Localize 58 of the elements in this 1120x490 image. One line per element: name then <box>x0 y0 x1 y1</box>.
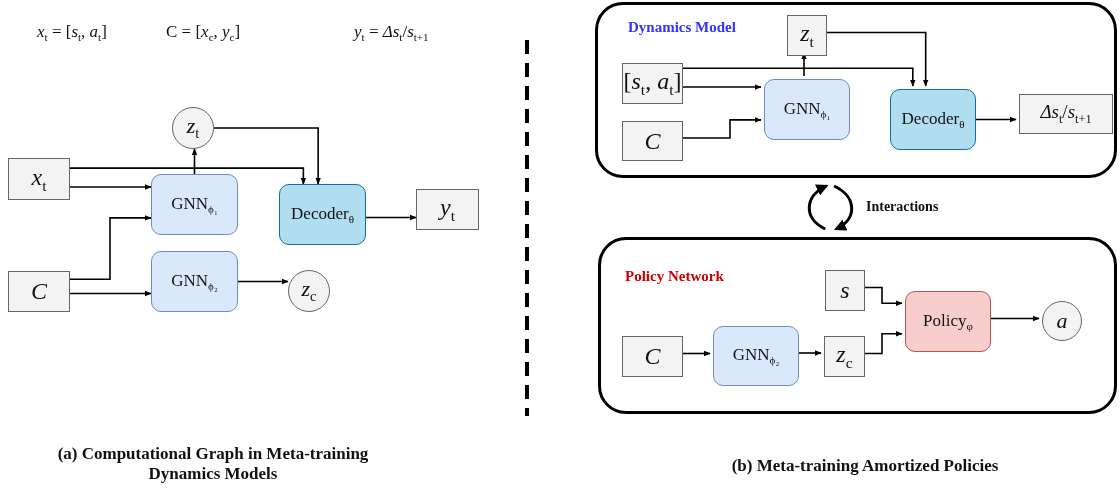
variable-box <box>416 189 479 230</box>
math-symbol: z$_{t}$ <box>800 20 814 51</box>
variable-box <box>8 158 70 200</box>
arrow <box>365 214 417 221</box>
formula: x$_{t}$ = [s$_{t}$, a$_{t}$] <box>37 22 107 44</box>
arrow <box>69 290 152 297</box>
formula: y$_{t}$ = Δs$_{t}$/s$_{t+1}$ <box>354 22 429 44</box>
block-label: GNN$_{ϕ₂}$ <box>732 345 780 367</box>
gnn-block <box>764 79 850 140</box>
block-label: GNN$_{ϕ₂}$ <box>171 270 218 293</box>
arrow <box>69 215 152 280</box>
variable-box <box>1019 94 1113 134</box>
block-label: Decoder$_{θ}$ <box>291 203 354 226</box>
variable-circle <box>1042 301 1082 341</box>
block-label: GNN$_{ϕ₁}$ <box>783 98 831 121</box>
gnn-block <box>713 326 799 386</box>
subfigure-caption: (a) Computational Graph in Meta-training Dynamics Models <box>56 444 370 484</box>
formula: C = [x$_{c}$, y$_{c}$] <box>166 22 241 44</box>
model-panel <box>598 237 1117 414</box>
math-symbol: a <box>1056 308 1068 334</box>
arrow <box>237 278 289 285</box>
gnn-block <box>151 174 238 235</box>
arrow <box>213 127 321 185</box>
model-panel <box>595 2 1117 178</box>
math-symbol: Δs$_{t}$/s$_{t+1}$ <box>1040 101 1092 127</box>
variable-box <box>622 336 683 377</box>
arrow <box>69 167 307 185</box>
cycle-arrow <box>807 184 829 231</box>
variable-box <box>824 336 865 377</box>
math-symbol: s <box>840 277 850 304</box>
math-symbol: C <box>31 278 47 305</box>
math-symbol: [s$_{t}$, a$_{t}$] <box>623 68 682 99</box>
block-label: Policy$_{φ}$ <box>923 310 973 333</box>
math-symbol: x$_{t}$ <box>31 163 47 195</box>
variable-box <box>622 121 683 161</box>
decoder-block <box>279 184 366 245</box>
math-symbol: y$_{t}$ <box>440 194 455 225</box>
math-symbol: C <box>644 343 661 370</box>
math-symbol: z$_{t}$ <box>186 113 200 143</box>
variable-box <box>8 271 70 312</box>
variable-box <box>787 15 827 56</box>
panel-title: Dynamics Model <box>628 19 736 36</box>
policy-block <box>905 291 991 352</box>
arrow <box>191 148 198 175</box>
block-label: Decoder$_{θ}$ <box>901 108 965 131</box>
arrow <box>69 184 152 190</box>
gnn-block <box>151 251 238 312</box>
panel-title: Policy Network <box>625 268 724 285</box>
cycle-arrow <box>833 184 854 231</box>
variable-circle <box>172 107 214 149</box>
math-symbol: z$_{c}$ <box>836 341 853 372</box>
subfigure-caption: (b) Meta-training Amortized Policies <box>730 456 1000 476</box>
decoder-block <box>890 89 976 150</box>
math-symbol: C <box>644 127 661 155</box>
variable-box <box>825 270 865 311</box>
math-symbol: z$_{c}$ <box>301 276 317 306</box>
variable-circle <box>288 270 330 312</box>
block-label: GNN$_{ϕ₁}$ <box>171 193 218 216</box>
